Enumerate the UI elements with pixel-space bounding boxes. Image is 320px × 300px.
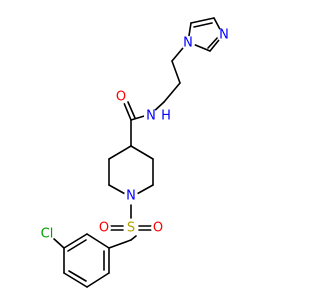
bond-cb-cc xyxy=(163,82,181,103)
bond-ar-c4-c5 xyxy=(63,272,88,288)
atom-imidazole-n3: N xyxy=(219,28,229,43)
atom-bg-piperidine-n xyxy=(124,189,138,203)
bond-ar-c1-c2 xyxy=(86,233,110,249)
atom-amide-h: H xyxy=(161,109,171,124)
molecule-canvas: N N N H O N S O O Cl xyxy=(39,17,231,288)
atom-imidazole-n1: N xyxy=(183,36,193,51)
atom-bg-sulfonyl-o-left xyxy=(97,221,111,235)
atom-bg-amide-o xyxy=(114,90,128,104)
atom-bg-imidazole-n1 xyxy=(181,36,195,50)
bond-ch2-aryl xyxy=(108,239,132,249)
bond-s-ch2-visible xyxy=(130,235,137,241)
bond-pip-n-c6 xyxy=(108,184,128,196)
atom-amide-n: N xyxy=(146,109,156,124)
atom-chloro: Cl xyxy=(41,227,54,242)
atom-bg-sulfonyl-s xyxy=(124,221,138,235)
bond-pip-c5-c4 xyxy=(108,145,132,160)
bond-ar-c2-c3-double xyxy=(67,239,87,252)
atom-piperidine-n: N xyxy=(126,189,136,204)
bond-im-n3-c2-double xyxy=(207,35,220,49)
atom-bg-amide-n xyxy=(144,109,158,123)
atom-bg-sulfonyl-o-right xyxy=(151,221,165,235)
bond-ar-c3-cl xyxy=(52,237,65,249)
atom-amide-o: O xyxy=(116,90,126,105)
bond-pip-c2-n xyxy=(134,184,154,196)
atom-labels: N N N H O N S O O Cl xyxy=(39,28,231,242)
bond-pip-c4-c3 xyxy=(130,145,154,160)
atom-sulfonyl-o-right: O xyxy=(153,221,163,236)
atom-bg-chloro xyxy=(39,226,55,242)
bonds xyxy=(52,17,224,288)
bond-carbonyl-o xyxy=(123,102,132,121)
bond-carbonyl-o-double xyxy=(127,101,136,119)
bond-im-c5-c4 xyxy=(190,17,215,24)
atom-bg-imidazole-n3 xyxy=(217,28,231,42)
bond-ar-c5-c6 xyxy=(86,272,110,288)
atom-sulfonyl-s: S xyxy=(127,221,135,236)
molecule-structure: N N N H O N S O O Cl xyxy=(39,17,231,288)
bond-ar-c2-c3 xyxy=(63,233,88,249)
atom-sulfonyl-o-left: O xyxy=(99,221,109,236)
bond-ca-cb xyxy=(171,60,181,84)
bond-im-c5-c4-double xyxy=(193,22,213,28)
bond-ar-c4-c5-double xyxy=(68,270,87,282)
